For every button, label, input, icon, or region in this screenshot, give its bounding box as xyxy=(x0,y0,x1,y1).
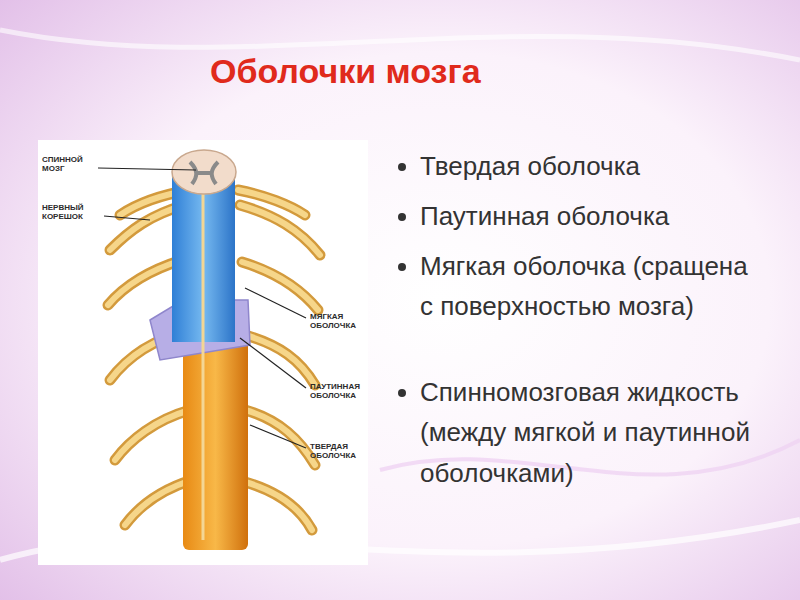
bullet-dot xyxy=(398,163,406,171)
bullet-item: Мягкая оболочка (сращена с поверхностью … xyxy=(420,246,750,327)
bullet-item: Твердая оболочка xyxy=(420,146,770,186)
bullet-item: Спинномозговая жидкость (между мягкой и … xyxy=(420,372,750,493)
bullet-item: Паутинная оболочка xyxy=(420,196,770,236)
bullet-dot xyxy=(398,213,406,221)
part-label: ПАУТИННАЯ ОБОЛОЧКА xyxy=(310,382,366,400)
part-label: СПИННОЙ МОЗГ xyxy=(42,155,94,173)
part-label: МЯГКАЯ ОБОЛОЧКА xyxy=(310,312,365,330)
part-label: НЕРВНЫЙ КОРЕШОК xyxy=(42,203,100,221)
bullet-dot xyxy=(398,389,406,397)
bullet-dot xyxy=(398,263,406,271)
part-label: ТВЕРДАЯ ОБОЛОЧКА xyxy=(310,442,365,460)
slide-title: Оболочки мозга xyxy=(210,52,481,91)
